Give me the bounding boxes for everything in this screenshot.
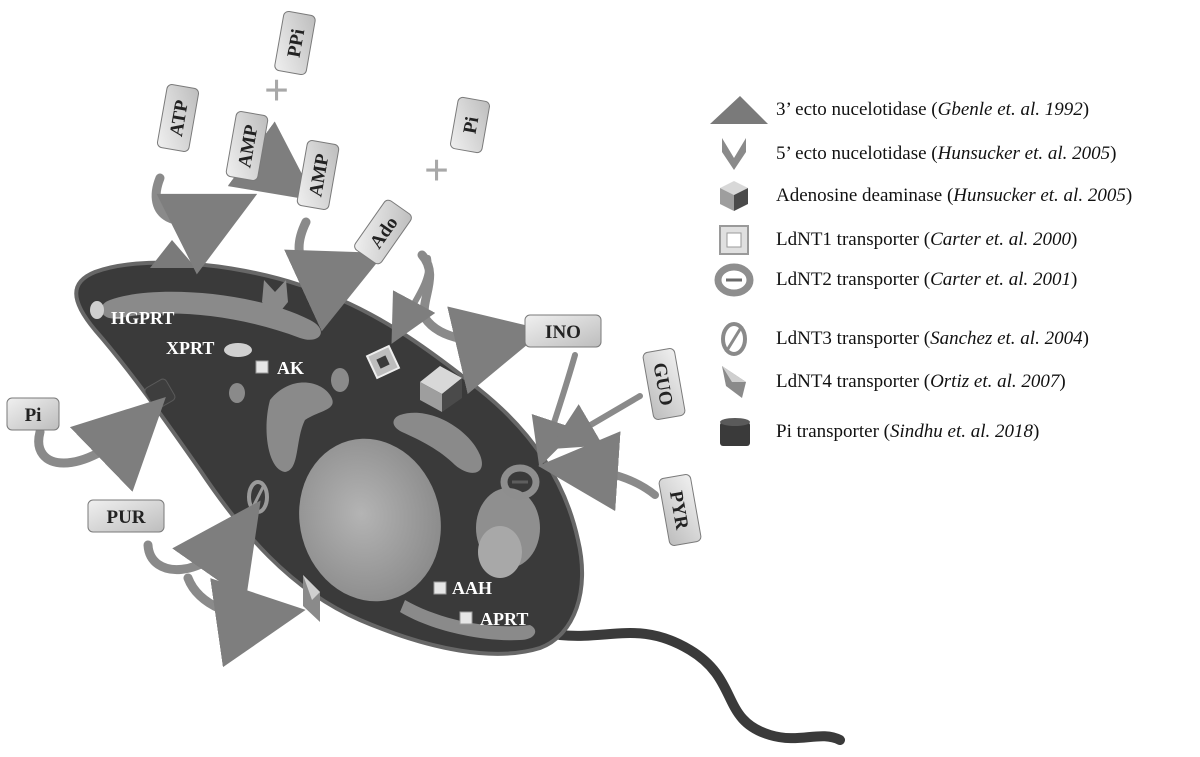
enzyme-label-aah: AAH	[452, 578, 492, 598]
organelle	[393, 412, 482, 473]
arrow-amp-to-amp	[227, 121, 316, 201]
plus-sign-ppi: +	[264, 66, 289, 115]
diamond-icon	[706, 364, 776, 400]
enzyme-marker-aah	[433, 581, 447, 595]
nucleus	[299, 438, 441, 602]
vacuole	[478, 526, 522, 578]
metabolite-box-atp: ATP	[156, 84, 200, 152]
metabolite-box-pyr: PYR	[658, 474, 702, 546]
ring-icon	[706, 262, 776, 298]
flagellum	[555, 628, 845, 745]
enzyme-marker-aprt	[459, 611, 473, 625]
arrow-ado-to-ldnt1	[391, 255, 436, 344]
metabolite-box-pi-top: Pi	[450, 96, 490, 154]
metabolite-box-pur: PUR	[87, 499, 165, 533]
legend-item-5-ecto-nucleotidase: 5’ ecto nucelotidase (Hunsucker et. al. …	[706, 136, 1117, 172]
no-entry-icon	[706, 321, 776, 357]
arrow-guo-to-ldnt2	[549, 393, 643, 450]
enzyme-marker-xprt	[224, 343, 252, 357]
vesicle	[331, 368, 349, 392]
metabolite-box-pi-left: Pi	[6, 397, 60, 431]
legend-item-ldnt1: LdNT1 transporter (Carter et. al. 2000)	[706, 222, 1077, 258]
metabolite-box-amp-1: AMP	[225, 111, 269, 181]
metabolite-box-ppi: PPi	[274, 10, 316, 76]
ldnt4-transporter-icon	[303, 575, 320, 622]
square-frame-icon	[706, 222, 776, 258]
enzyme-label-hgprt: HGPRT	[111, 308, 174, 328]
enzyme-marker-ak	[255, 360, 269, 374]
metabolite-box-guo: GUO	[642, 348, 686, 420]
enzyme-marker-hgprt	[90, 301, 104, 319]
enzyme-label-ak: AK	[277, 358, 304, 378]
enzyme-label-aprt: APRT	[480, 609, 528, 629]
legend-item-adenosine-deaminase: Adenosine deaminase (Hunsucker et. al. 2…	[706, 178, 1132, 214]
plus-sign-pi: +	[424, 146, 449, 195]
cube-icon	[706, 178, 776, 214]
ldnt1-transporter-icon	[365, 344, 401, 380]
arrow-atp-to-amp	[151, 173, 258, 275]
label-ino: INO	[545, 322, 581, 343]
legend-item-ldnt3: LdNT3 transporter (Sanchez et. al. 2004)	[706, 321, 1089, 357]
vesicle	[229, 383, 245, 403]
arrow-pur-to-ldnt3	[143, 500, 261, 601]
legend-item-3-ecto-nucleotidase: 3’ ecto nucelotidase (Gbenle et. al. 199…	[706, 92, 1089, 128]
label-ppi: PPi	[284, 27, 310, 59]
chevron-down-icon	[706, 136, 776, 172]
label-pi-top: Pi	[460, 115, 484, 135]
arrow-ado-to-ino	[417, 250, 546, 395]
ecto-3-nucleotidase-icon	[150, 240, 196, 268]
cylinder-icon	[706, 414, 776, 450]
legend-item-ldnt4: LdNT4 transporter (Ortiz et. al. 2007)	[706, 364, 1066, 400]
metabolite-box-ino: INO	[524, 314, 602, 348]
metabolite-box-amp-2: AMP	[296, 140, 340, 210]
enzyme-label-xprt: XPRT	[166, 338, 214, 358]
legend-item-ldnt2: LdNT2 transporter (Carter et. al. 2001)	[706, 262, 1077, 298]
arrow-amp-to-ado	[284, 217, 385, 332]
legend-item-pi-transporter: Pi transporter (Sindhu et. al. 2018)	[706, 414, 1039, 450]
mitochondrion	[101, 291, 321, 340]
label-pi-left: Pi	[25, 405, 42, 426]
arrow-pur-to-ldnt4	[183, 573, 306, 668]
organelle	[266, 382, 333, 472]
ldnt2-transporter-icon	[500, 464, 540, 500]
organelle	[400, 600, 536, 641]
ecto-5-nucleotidase-icon	[262, 280, 288, 318]
metabolite-box-ado: Ado	[354, 199, 412, 265]
arrow-pi-to-pi-transporter	[34, 396, 166, 492]
arrow-pyr-to-ldnt2	[538, 431, 659, 512]
triangle-up-icon	[706, 92, 776, 128]
label-pur: PUR	[106, 507, 145, 528]
